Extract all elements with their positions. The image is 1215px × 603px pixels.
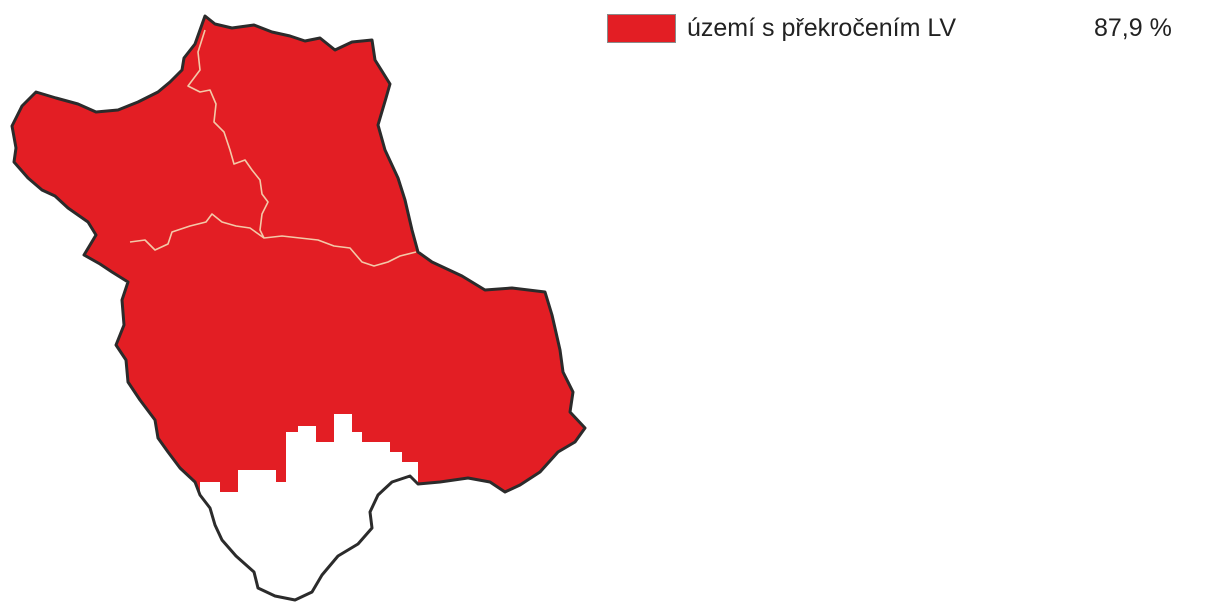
district-border-north — [187, 29, 269, 239]
internal-borders — [129, 29, 417, 267]
legend-value: 87,9 % — [1094, 14, 1172, 42]
exceedance-fill — [12, 16, 585, 600]
region-map — [10, 14, 587, 602]
legend-swatch — [607, 13, 676, 43]
district-border-central — [129, 213, 417, 267]
legend-label: území s překročením LV — [687, 13, 957, 42]
legend: území s překročením LV 87,9 % — [607, 10, 1172, 46]
exceedance-area — [12, 16, 585, 600]
